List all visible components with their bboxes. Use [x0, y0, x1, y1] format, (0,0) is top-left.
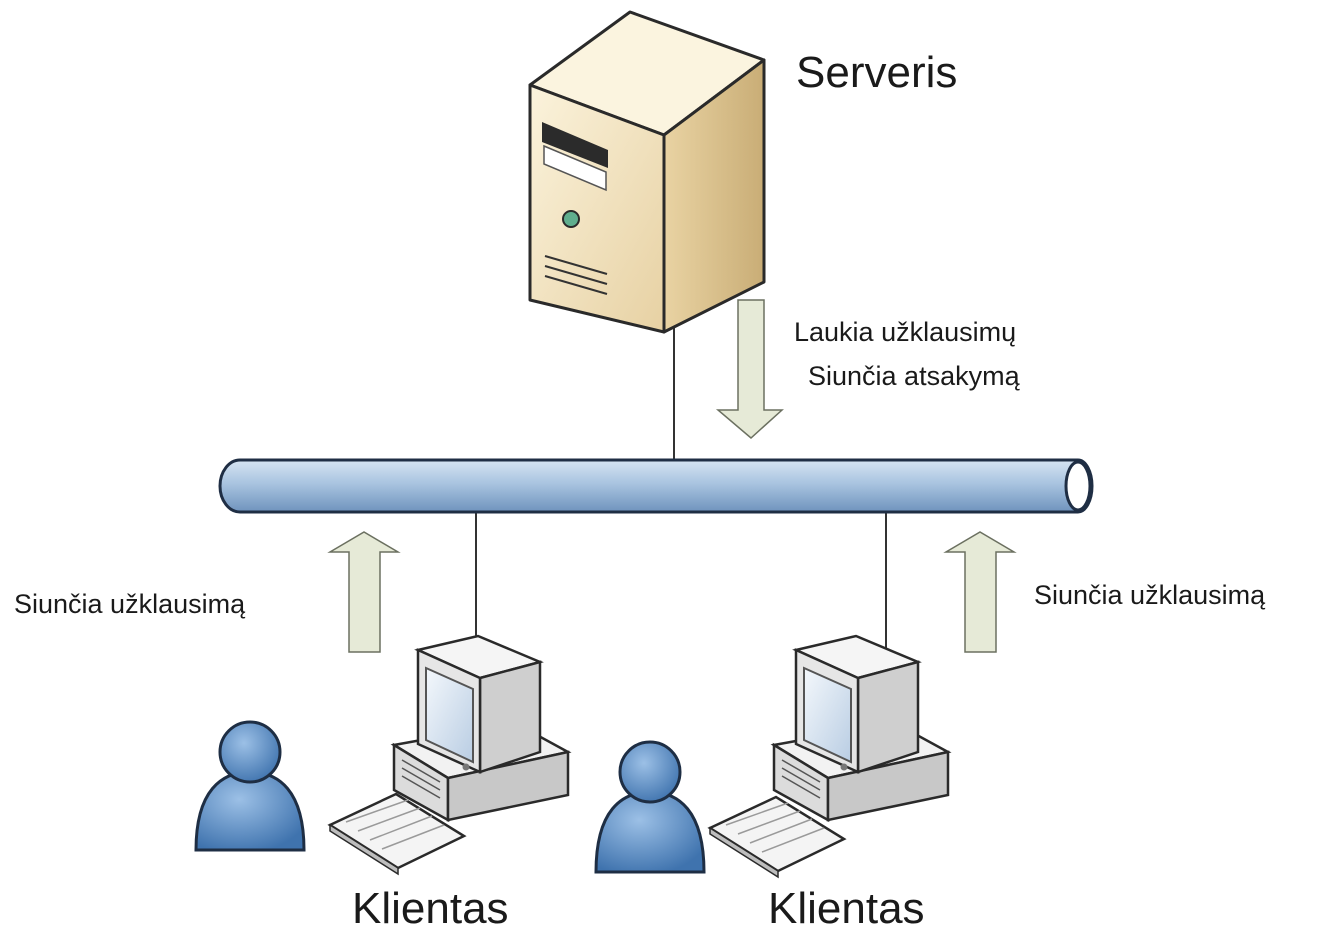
client-2-computer-icon	[707, 634, 952, 879]
server-label: Serveris	[796, 48, 958, 97]
server-note-line1: Laukia užklausimų	[794, 317, 1017, 347]
client-1-arrow-label: Siunčia užklausimą	[14, 589, 246, 619]
arrow-down-icon	[715, 299, 784, 439]
client-2-label: Klientas	[768, 884, 925, 933]
client-2-arrow-label: Siunčia užklausimą	[1034, 580, 1266, 610]
client-2-user-icon	[594, 740, 706, 874]
client-1-user-icon	[194, 720, 306, 852]
client-1-arrow-up-icon	[327, 531, 401, 653]
network-bus	[218, 458, 1094, 514]
client-2-arrow-up-icon	[943, 531, 1017, 653]
server-note-line2: Siunčia atsakymą	[808, 361, 1020, 391]
server-icon	[528, 10, 766, 334]
client-1-label: Klientas	[352, 884, 509, 933]
client-1-computer-icon	[327, 634, 572, 876]
